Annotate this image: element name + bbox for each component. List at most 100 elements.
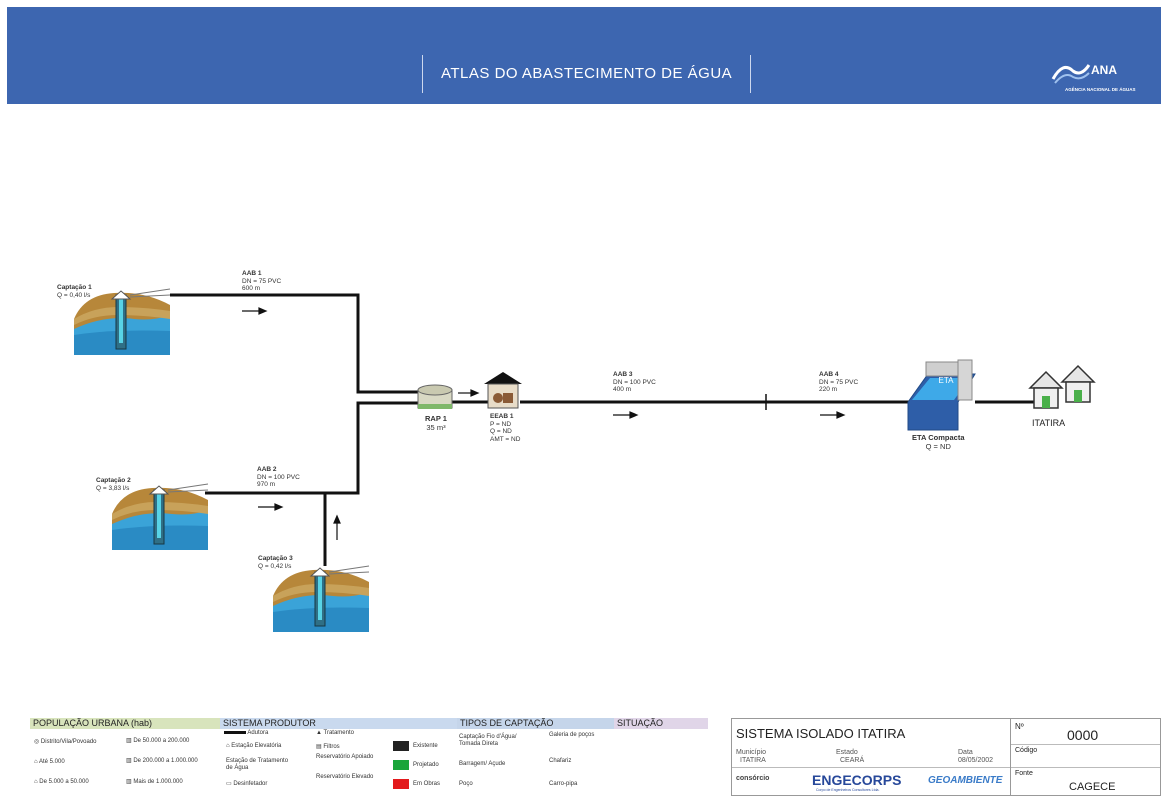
municipio-value: ITATIRA bbox=[740, 757, 766, 764]
legend-populacao-title: POPULAÇÃO URBANA (hab) bbox=[30, 718, 220, 729]
legend-populacao-item: ⌂ Até 5.000 bbox=[34, 759, 65, 765]
ana-logo: ANA AGÊNCIA NACIONAL DE ÁGUAS bbox=[1051, 57, 1141, 97]
consorcio-label: consórcio bbox=[736, 775, 770, 782]
captacao2-flow: Q = 3,83 l/s bbox=[96, 484, 130, 492]
legend-captacao-items: Captação Fio d'Água/ Tomada Direta Barra… bbox=[457, 729, 614, 796]
aab3-len: 400 m bbox=[613, 386, 632, 393]
ana-logo-subtitle: AGÊNCIA NACIONAL DE ÁGUAS bbox=[1065, 87, 1136, 92]
eta-badge: ETA bbox=[939, 376, 955, 385]
projetado-label: Projetado bbox=[413, 762, 439, 768]
eeab1-amt: AMT = ND bbox=[490, 435, 521, 443]
existente-swatch bbox=[393, 741, 409, 751]
codigo-label: Código bbox=[1015, 747, 1038, 754]
engecorps-subtitle: Corpo de Engenheiros Consultores Ltda. bbox=[816, 788, 880, 792]
rap1-volume: 35 m³ bbox=[426, 423, 446, 432]
legend-populacao-item: ▥ De 50.000 a 200.000 bbox=[126, 738, 190, 744]
numero-value: 0000 bbox=[1067, 727, 1099, 743]
arrow-aab2 bbox=[258, 503, 284, 511]
city-house-icon-2 bbox=[1061, 365, 1095, 403]
eta-flow: Q = ND bbox=[925, 442, 951, 451]
legend-sistema-item: ▲ Tratamento bbox=[316, 730, 354, 736]
legend-captacao-item: Captação Fio d'Água/ Tomada Direta bbox=[459, 734, 517, 747]
legend-captacao-item: Poço bbox=[459, 781, 473, 787]
header-banner: ATLAS DO ABASTECIMENTO DE ÁGUA ANA AGÊNC… bbox=[7, 7, 1161, 104]
captacao2-well-icon bbox=[111, 483, 209, 551]
aab2-dn: DN = 100 PVC bbox=[257, 473, 300, 481]
legend-sistema-items: Adutora ⌂ Estação Elevatória Estação de … bbox=[220, 729, 457, 796]
divider bbox=[1011, 744, 1160, 745]
eeab1-name: EEAB 1 bbox=[490, 413, 514, 420]
system-name: SISTEMA ISOLADO ITATIRA bbox=[736, 726, 906, 741]
pipeline-network bbox=[170, 293, 1035, 566]
captacao1-flow: Q = 0,40 l/s bbox=[57, 291, 91, 299]
arrow-rap bbox=[458, 389, 480, 397]
legend-sistema-item: ⌂ Estação Elevatória bbox=[226, 743, 282, 749]
legend-sistema-title: SISTEMA PRODUTOR bbox=[220, 718, 457, 729]
eeab1-q: Q = ND bbox=[490, 428, 512, 435]
legend-sistema-item: Adutora bbox=[224, 730, 268, 737]
legend-populacao: POPULAÇÃO URBANA (hab) ◎ Distrito/Vila/P… bbox=[30, 718, 220, 796]
captacao2-name: Captação 2 bbox=[96, 477, 131, 484]
eeab1-pump-station-icon bbox=[484, 372, 522, 409]
page-title: ATLAS DO ABASTECIMENTO DE ÁGUA bbox=[422, 55, 752, 93]
eta-treatment-plant-icon bbox=[907, 359, 976, 431]
aab1-name: AAB 1 bbox=[242, 270, 262, 277]
engecorps-logo: ENGECORPS bbox=[812, 772, 902, 788]
em-obras-label: Em Obras bbox=[413, 781, 441, 787]
projetado-swatch bbox=[393, 760, 409, 770]
aab3-dn: DN = 100 PVC bbox=[613, 378, 656, 386]
city-house-icon bbox=[1029, 371, 1063, 409]
legend-captacao-item: Chafariz bbox=[549, 758, 572, 764]
legend-sistema-item: Estação de Tratamento de Água bbox=[226, 758, 289, 771]
captacao3-well-icon bbox=[272, 565, 370, 633]
legend-situacao: SITUAÇÃO bbox=[614, 718, 708, 796]
legend-populacao-item: ⌂ De 5.000 a 50.000 bbox=[34, 779, 89, 785]
aab2-name: AAB 2 bbox=[257, 466, 277, 473]
em-obras-swatch bbox=[393, 779, 409, 789]
arrow-aab1 bbox=[242, 307, 268, 315]
aab3-name: AAB 3 bbox=[613, 371, 633, 378]
aab2-len: 970 m bbox=[257, 481, 276, 488]
aab4-len: 220 m bbox=[819, 386, 838, 393]
system-info-box: SISTEMA ISOLADO ITATIRA Município ITATIR… bbox=[731, 718, 1012, 796]
captacao1-name: Captação 1 bbox=[57, 284, 92, 291]
pipe-aab1 bbox=[170, 293, 420, 394]
eeab1-p: P = ND bbox=[490, 420, 512, 428]
legend-captacao-title: TIPOS DE CAPTAÇÃO bbox=[457, 718, 614, 729]
eta-name: ETA Compacta bbox=[912, 433, 965, 442]
captacao3-flow: Q = 0,42 l/s bbox=[258, 562, 292, 570]
legend-sistema-item: Reservatório Elevado bbox=[316, 774, 374, 780]
legend-captacao-item: Barragem/ Açude bbox=[459, 761, 506, 767]
city-label: ITATIRA bbox=[1032, 418, 1066, 428]
municipio-label: Município bbox=[736, 749, 766, 756]
ana-logo-text: ANA bbox=[1091, 63, 1117, 77]
pipe-aab2 bbox=[205, 401, 420, 495]
arrow-captacao3 bbox=[333, 514, 341, 540]
existente-label: Existente bbox=[413, 743, 438, 749]
document-info-box: Nº 0000 Código Fonte CAGECE bbox=[1010, 718, 1161, 796]
legend-captacao-item: Galeria de poços bbox=[549, 732, 595, 738]
ana-wave-icon bbox=[1051, 64, 1091, 84]
legend-captacao-item: Carro-pipa bbox=[549, 781, 578, 787]
legend-populacao-item: ▥ De 200.000 a 1.000.000 bbox=[126, 758, 198, 764]
legend-sistema-item: ▭ Desinfetador bbox=[226, 781, 268, 787]
arrow-aab3 bbox=[613, 411, 639, 419]
aab4-name: AAB 4 bbox=[819, 371, 839, 378]
legend-populacao-item: ▥ Mais de 1.000.000 bbox=[126, 779, 183, 785]
captacao3-name: Captação 3 bbox=[258, 555, 293, 562]
flow-arrows bbox=[242, 307, 846, 540]
data-value: 08/05/2002 bbox=[958, 757, 994, 764]
divider bbox=[1011, 767, 1160, 768]
aab4-dn: DN = 75 PVC bbox=[819, 378, 859, 386]
aab1-len: 600 m bbox=[242, 285, 261, 292]
